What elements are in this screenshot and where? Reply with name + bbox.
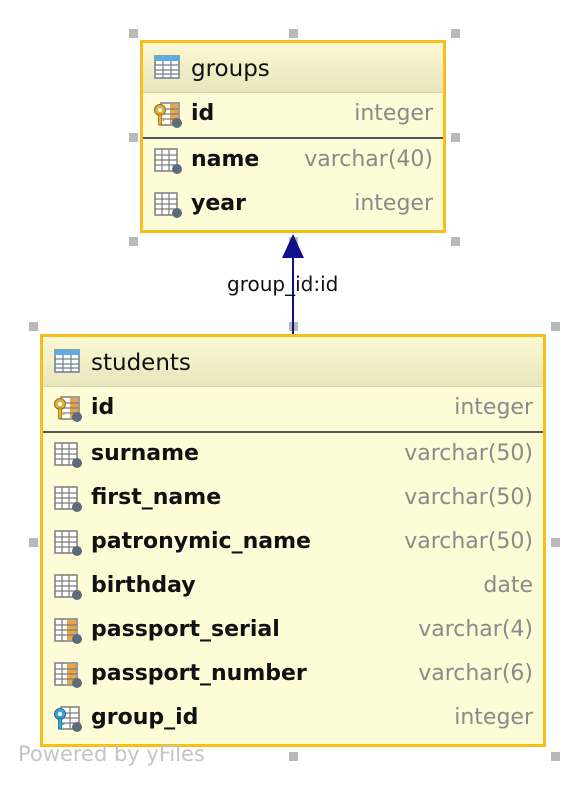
column-type: varchar(6) [418,661,533,686]
column-row-id[interactable]: id integer [43,387,543,433]
watermark: Powered by yFiles [18,742,205,766]
table-header: students [43,337,543,387]
resize-handle[interactable] [129,133,138,142]
resize-handle[interactable] [451,237,460,246]
column-row-surname[interactable]: surname varchar(50) [43,433,543,477]
resize-handle[interactable] [551,538,560,547]
resize-handle[interactable] [29,322,38,331]
indexed-column-icon [53,661,83,689]
column-type: integer [454,705,533,730]
foreign-key-column-icon [53,705,83,733]
table-header: groups [143,43,443,93]
resize-handle[interactable] [129,237,138,246]
resize-handle[interactable] [551,322,560,331]
column-name: first_name [91,485,222,510]
table-title: students [91,350,191,376]
column-type: date [483,573,533,598]
resize-handle[interactable] [551,752,560,761]
column-name: birthday [91,573,196,598]
resize-handle[interactable] [451,133,460,142]
column-type: integer [454,395,533,420]
column-icon [53,485,83,513]
resize-handle[interactable] [29,538,38,547]
indexed-column-icon [53,617,83,645]
column-name: passport_number [91,661,307,686]
table-groups[interactable]: groups id integer name varchar(40) year … [140,40,446,233]
column-name: id [191,101,215,126]
column-row-name[interactable]: name varchar(40) [143,139,443,183]
primary-key-column-icon [53,395,83,423]
column-row-group-id[interactable]: group_id integer [43,697,543,741]
primary-key-column-icon [153,101,183,129]
column-type: varchar(50) [404,529,533,554]
column-row-birthday[interactable]: birthday date [43,565,543,609]
column-icon [53,573,83,601]
column-icon [53,441,83,469]
column-row-first-name[interactable]: first_name varchar(50) [43,477,543,521]
resize-handle[interactable] [129,29,138,38]
table-icon [153,54,183,82]
column-row-year[interactable]: year integer [143,183,443,227]
column-name: surname [91,441,199,466]
column-type: varchar(4) [418,617,533,642]
column-type: varchar(40) [304,147,433,172]
table-title: groups [191,56,270,82]
resize-handle[interactable] [289,29,298,38]
column-name: group_id [91,705,199,730]
column-row-passport-serial[interactable]: passport_serial varchar(4) [43,609,543,653]
column-name: name [191,147,260,172]
relation-label: group_id:id [227,272,339,296]
column-icon [153,191,183,219]
column-icon [53,529,83,557]
column-row-id[interactable]: id integer [143,93,443,139]
column-name: id [91,395,115,420]
column-icon [153,147,183,175]
resize-handle[interactable] [289,752,298,761]
table-students[interactable]: students id integer surname varchar(50) … [40,334,546,747]
column-row-passport-number[interactable]: passport_number varchar(6) [43,653,543,697]
column-type: varchar(50) [404,485,533,510]
column-type: integer [354,101,433,126]
resize-handle[interactable] [451,29,460,38]
column-name: year [191,191,246,216]
column-row-patronymic-name[interactable]: patronymic_name varchar(50) [43,521,543,565]
column-type: varchar(50) [404,441,533,466]
column-type: integer [354,191,433,216]
table-icon [53,348,83,376]
column-name: patronymic_name [91,529,311,554]
column-name: passport_serial [91,617,280,642]
